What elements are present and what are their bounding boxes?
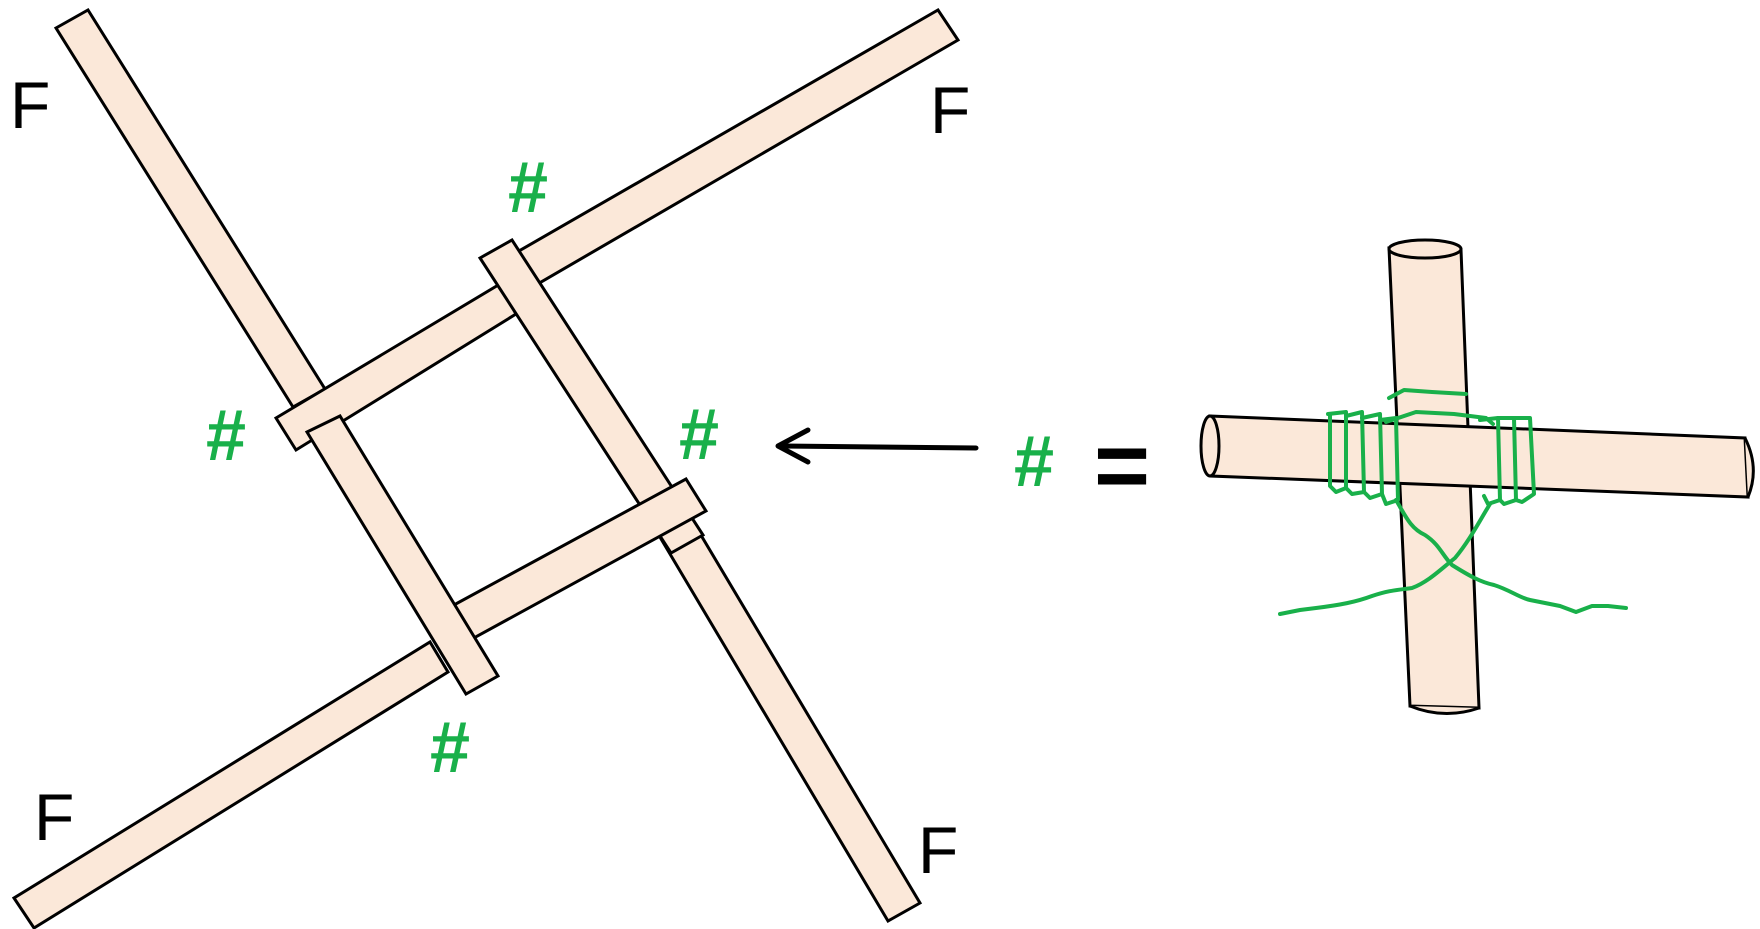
lashing-twine <box>1278 388 1628 616</box>
end-label-top-left: F <box>10 68 50 142</box>
arrow-left-icon <box>775 427 979 465</box>
end-label-bottom-right: F <box>918 813 958 887</box>
end-label-bottom-left: F <box>34 780 74 854</box>
stick-frame <box>11 7 961 929</box>
stick-square-right <box>477 238 706 555</box>
lashing-marker-bottom: # <box>430 708 470 788</box>
stick-square-bottom <box>438 477 709 648</box>
legend-equals-sign: = <box>1094 412 1150 519</box>
square-lashing-illustration <box>1199 238 1755 716</box>
horizontal-rod <box>1199 414 1755 499</box>
stick-diagonal-upper-left <box>53 7 328 410</box>
stick-diagonal-lower-right <box>648 503 923 924</box>
stick-diagonal-lower-left <box>11 639 451 929</box>
stick-square-left <box>304 414 501 697</box>
stick-diagonal-upper-right <box>502 7 961 291</box>
legend-lashing-symbol: # <box>1014 422 1054 502</box>
lashing-marker-top: # <box>508 148 548 228</box>
lashing-marker-left: # <box>206 396 246 476</box>
end-label-top-right: F <box>930 73 970 147</box>
lashing-marker-right: # <box>679 395 719 475</box>
